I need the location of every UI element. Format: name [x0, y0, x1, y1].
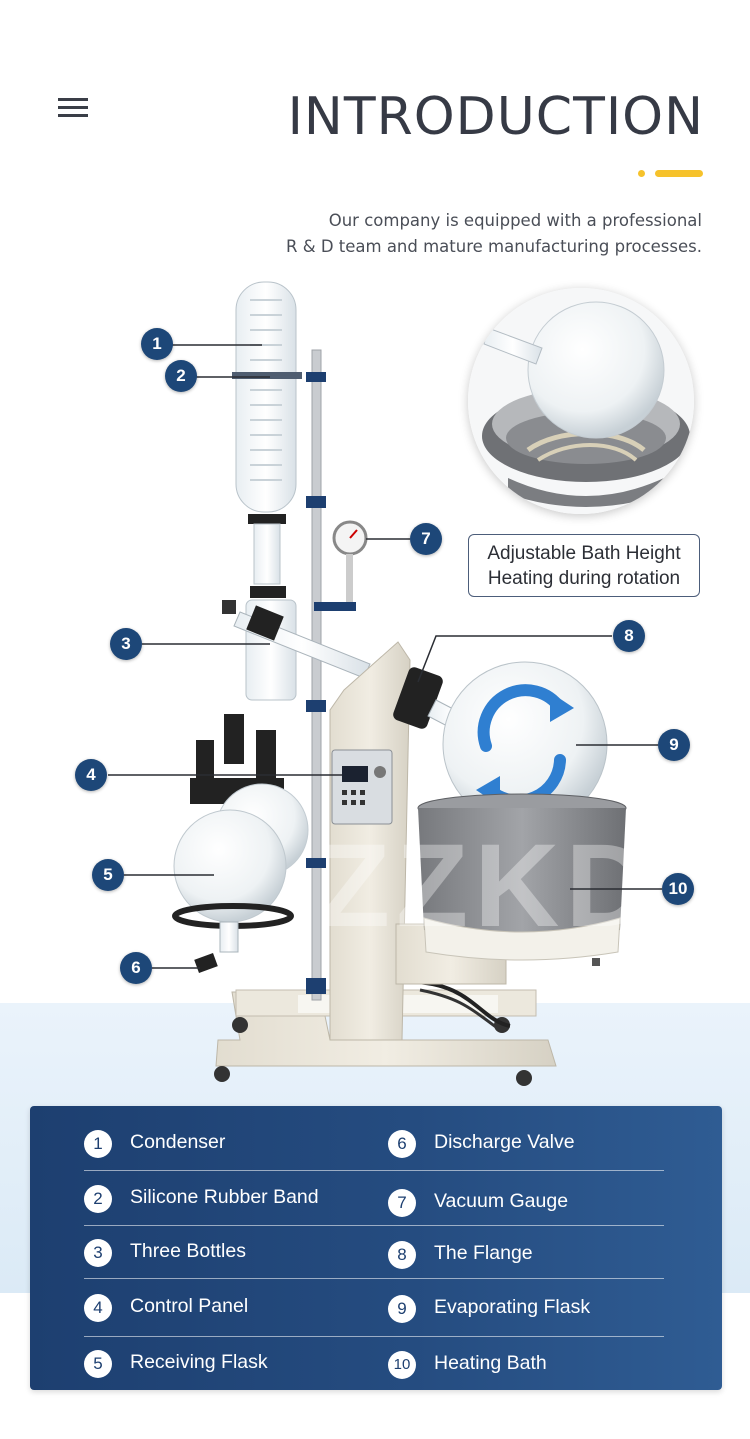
callout-6: 6	[120, 952, 152, 984]
intro-line-2: R & D team and mature manufacturing proc…	[286, 237, 702, 256]
legend-number: 6	[388, 1130, 416, 1158]
legend-divider	[84, 1278, 664, 1279]
caption-line-1: Adjustable Bath Height	[487, 543, 681, 564]
callout-7: 7	[410, 523, 442, 555]
callout-4: 4	[75, 759, 107, 791]
title-accent-bar	[655, 170, 703, 177]
leader-line-8	[417, 635, 612, 683]
legend-label: Receiving Flask	[130, 1351, 268, 1373]
callout-10: 10	[662, 873, 694, 905]
callout-8: 8	[613, 620, 645, 652]
legend-divider	[84, 1170, 664, 1171]
legend-label: Control Panel	[130, 1295, 249, 1317]
bath-detail-image	[468, 288, 694, 514]
intro-text: Our company is equipped with a professio…	[286, 208, 702, 260]
bath-detail-inset	[468, 288, 694, 514]
bath-detail-caption: Adjustable Bath Height Heating during ro…	[468, 534, 700, 597]
callout-1: 1	[141, 328, 173, 360]
legend-label: Evaporating Flask	[434, 1296, 591, 1318]
vapor-duct	[222, 600, 371, 679]
menu-line	[58, 114, 88, 117]
callout-2: 2	[165, 360, 197, 392]
menu-line	[58, 106, 88, 109]
menu-line	[58, 98, 88, 101]
legend-number: 9	[388, 1295, 416, 1323]
heating-bath	[417, 793, 627, 966]
callout-3: 3	[110, 628, 142, 660]
legend-number: 4	[84, 1294, 112, 1322]
vacuum-gauge	[314, 520, 368, 611]
receiving-flask	[172, 714, 309, 973]
legend-number: 1	[84, 1130, 112, 1158]
legend-label: Silicone Rubber Band	[130, 1186, 319, 1208]
legend-number: 7	[388, 1189, 416, 1217]
legend-divider	[84, 1225, 664, 1226]
caption-line-2: Heating during rotation	[487, 568, 681, 589]
hamburger-menu-icon[interactable]	[58, 96, 90, 122]
legend-number: 5	[84, 1350, 112, 1378]
legend-number: 8	[388, 1241, 416, 1269]
page-title: INTRODUCTION	[287, 87, 704, 147]
title-accent-dot	[638, 170, 645, 177]
support-rod	[311, 349, 322, 1001]
legend-label: Heating Bath	[434, 1352, 547, 1374]
legend-label: Discharge Valve	[434, 1131, 575, 1153]
legend-label: The Flange	[434, 1242, 533, 1264]
callout-9: 9	[658, 729, 690, 761]
legend-label: Condenser	[130, 1131, 226, 1153]
callout-leader-lines	[108, 344, 662, 969]
intro-line-1: Our company is equipped with a professio…	[328, 211, 702, 230]
legend-number: 10	[388, 1351, 416, 1379]
parts-legend: 1 Condenser 2 Silicone Rubber Band 3 Thr…	[30, 1106, 722, 1390]
motor-housing	[329, 641, 507, 1041]
legend-divider	[84, 1336, 664, 1337]
control-panel	[331, 749, 393, 825]
legend-number: 2	[84, 1185, 112, 1213]
brand-watermark: ZZKD	[318, 820, 657, 952]
legend-label: Vacuum Gauge	[434, 1190, 569, 1212]
rotary-evaporator-illustration	[172, 281, 627, 1086]
legend-number: 3	[84, 1239, 112, 1267]
callout-5: 5	[92, 859, 124, 891]
legend-label: Three Bottles	[130, 1240, 246, 1262]
